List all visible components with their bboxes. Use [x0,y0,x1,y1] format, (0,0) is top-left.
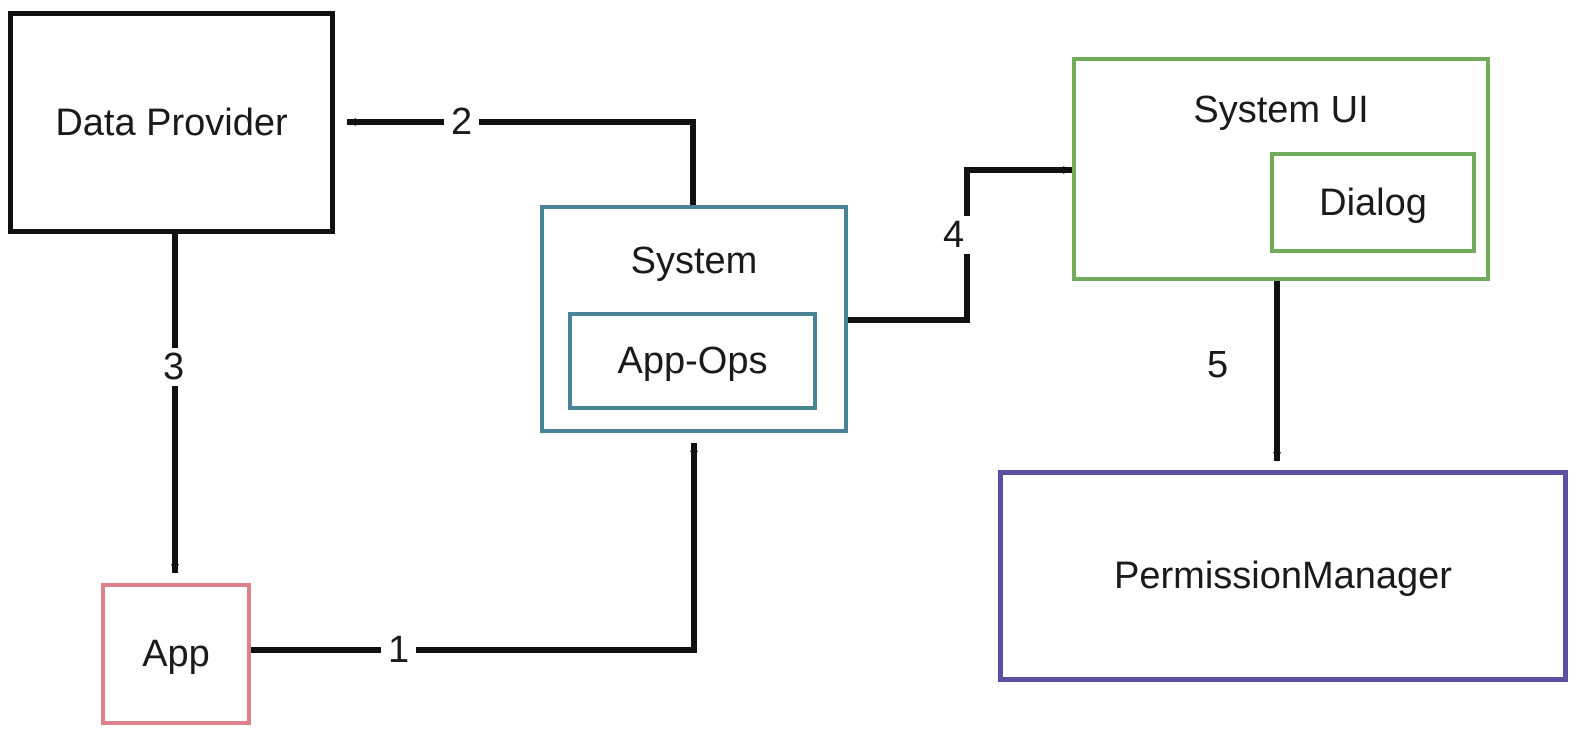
node-app[interactable]: App [101,583,251,725]
node-dialog[interactable]: Dialog [1270,152,1476,253]
edge-1-path [251,442,698,653]
node-data-provider-label: Data Provider [55,101,288,144]
edge-label-2: 2 [444,103,480,141]
node-app-ops[interactable]: App-Ops [568,312,817,410]
node-permission-manager-label: PermissionManager [1114,555,1452,597]
node-dialog-label: Dialog [1319,181,1427,224]
edge-label-1: 1 [381,631,417,669]
edge-label-5: 5 [1200,346,1236,384]
node-app-ops-label: App-Ops [617,340,768,382]
node-data-provider[interactable]: Data Provider [8,11,335,234]
edge-label-3: 3 [156,348,192,386]
node-system-ui-label: System UI [1193,89,1369,131]
node-permission-manager[interactable]: PermissionManager [998,470,1568,682]
edge-2-path [346,118,696,205]
node-app-label: App [142,633,210,675]
edge-label-4: 4 [936,216,972,254]
node-system-label: System [630,240,758,282]
